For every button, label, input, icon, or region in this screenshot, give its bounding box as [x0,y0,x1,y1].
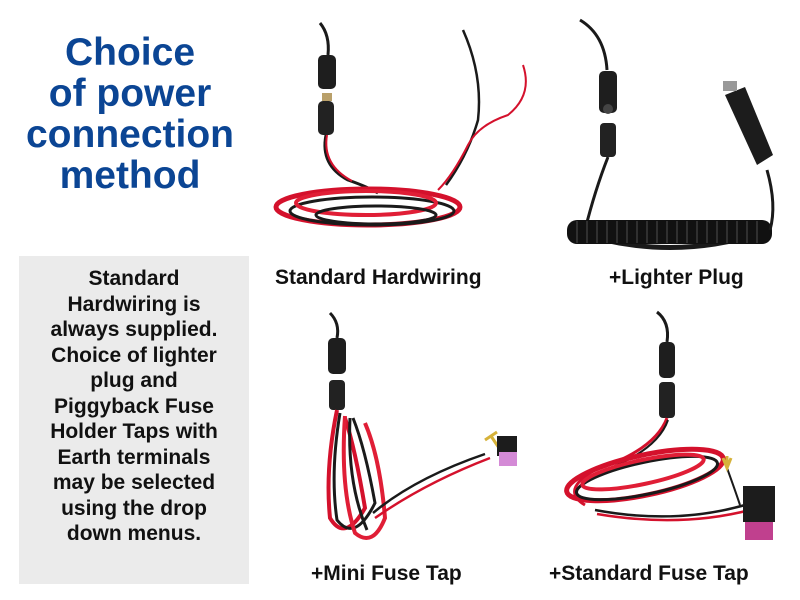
info-line: Holder Taps with [50,420,218,443]
info-line: Hardwiring is [67,292,201,316]
info-line: using the drop [61,496,207,520]
title-line: Choice [64,31,196,74]
title-line: of power [48,72,212,115]
mini-fuse-tap-cable-photo [285,308,535,553]
hardwiring-cable-photo [268,15,538,240]
page-title: Choice of power connection method [0,32,260,196]
info-line: always supplied. [50,318,218,341]
product-caption: +Lighter Plug [609,266,744,289]
lighter-plug-cable-photo [545,15,795,260]
info-line: may be selected [52,471,216,494]
standard-fuse-tap-cable-photo [555,310,800,555]
title-line: method [59,154,201,197]
info-line: Piggyback Fuse [54,394,214,418]
product-caption: +Mini Fuse Tap [311,562,462,585]
info-line: Choice of lighter [51,343,217,367]
info-line: Earth terminals [57,445,211,469]
info-line: plug and [90,369,178,392]
info-box: Standard Hardwiring is always supplied. … [19,256,249,584]
title-line: connection [25,113,234,156]
product-caption: Standard Hardwiring [275,266,482,289]
info-line: down menus. [66,522,202,545]
product-caption: +Standard Fuse Tap [549,562,749,585]
info-line: Standard [88,267,180,290]
